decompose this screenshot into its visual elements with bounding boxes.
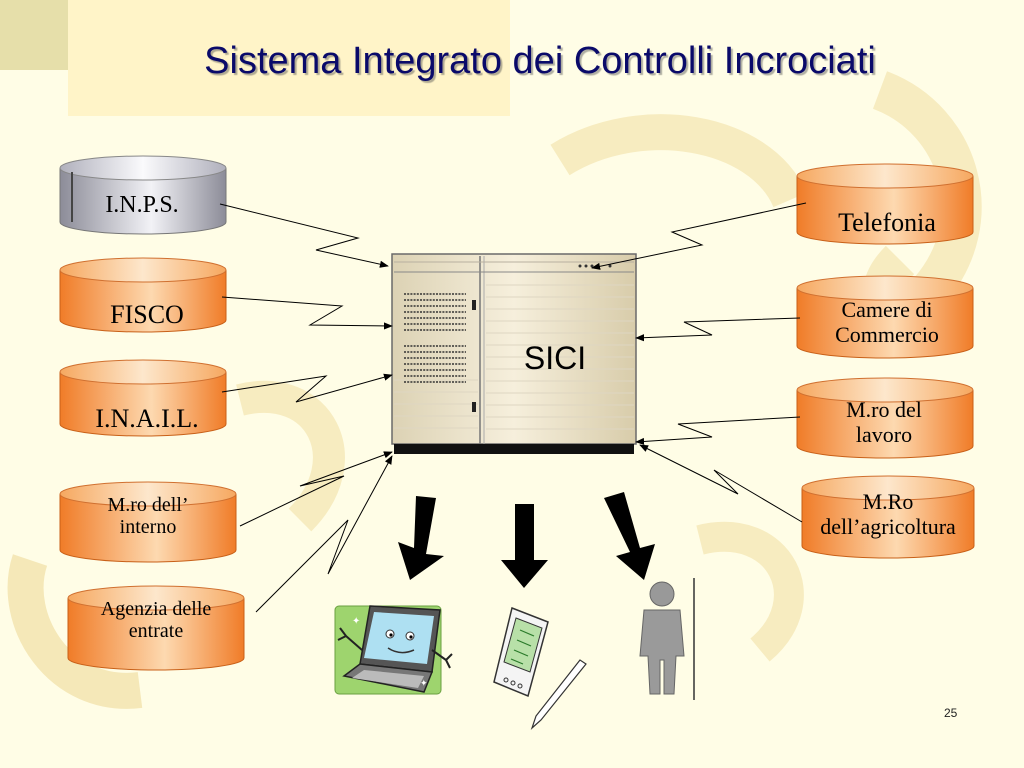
cylinder-camere-commercio — [796, 275, 974, 359]
label-inps: I.N.P.S. — [105, 192, 179, 218]
connector-telefonia — [591, 202, 807, 270]
cylinder-mro-lavoro — [796, 377, 974, 459]
connectors — [219, 202, 807, 613]
label-mro-interno: M.ro dell’ interno — [107, 494, 189, 539]
cylinder-mro-interno — [59, 481, 237, 563]
output-arrows — [398, 492, 655, 588]
label-mro-lavoro: M.ro del lavoro — [846, 397, 922, 447]
cylinder-inps — [59, 155, 227, 235]
connector-mro-interno — [239, 451, 393, 527]
connector-inail — [221, 373, 393, 403]
cylinder-fisco — [59, 257, 227, 333]
label-mro-agricoltura: M.Ro dell’agricoltura — [820, 489, 956, 539]
svg-text:✦: ✦ — [352, 616, 360, 627]
person-icon — [639, 578, 695, 700]
label-camere-commercio: Camere di Commercio — [835, 297, 939, 347]
label-inail: I.N.A.I.L. — [95, 404, 199, 433]
down-arrow-left — [398, 496, 444, 580]
cylinder-telefonia — [796, 163, 974, 245]
corner-block — [0, 0, 68, 70]
down-arrow-right — [604, 492, 655, 580]
label-fisco: FISCO — [110, 300, 184, 329]
down-arrow-center — [501, 504, 548, 588]
slide-title: Sistema Integrato dei Controlli Incrocia… — [204, 40, 876, 82]
sici-server — [391, 253, 637, 454]
label-agenzia-entrate: Agenzia delle entrate — [100, 598, 212, 643]
title-band — [68, 0, 510, 116]
label-telefonia: Telefonia — [838, 208, 936, 237]
laptop-icon: ✦ ✦ — [334, 605, 453, 695]
connector-fisco — [221, 296, 393, 330]
connector-lavoro — [635, 416, 801, 446]
pda-icon — [493, 606, 587, 730]
connector-agricoltura — [639, 444, 803, 523]
connector-agenzia — [255, 455, 393, 613]
connector-inps — [219, 203, 389, 268]
cylinder-inail — [59, 359, 227, 437]
cylinder-agenzia-entrate — [67, 585, 245, 671]
page-number: 25 — [944, 706, 958, 720]
cylinder-mro-agricoltura — [801, 475, 975, 559]
svg-text:✦: ✦ — [420, 679, 428, 689]
sici-label: SICI — [523, 340, 587, 376]
connector-camere — [635, 317, 801, 342]
